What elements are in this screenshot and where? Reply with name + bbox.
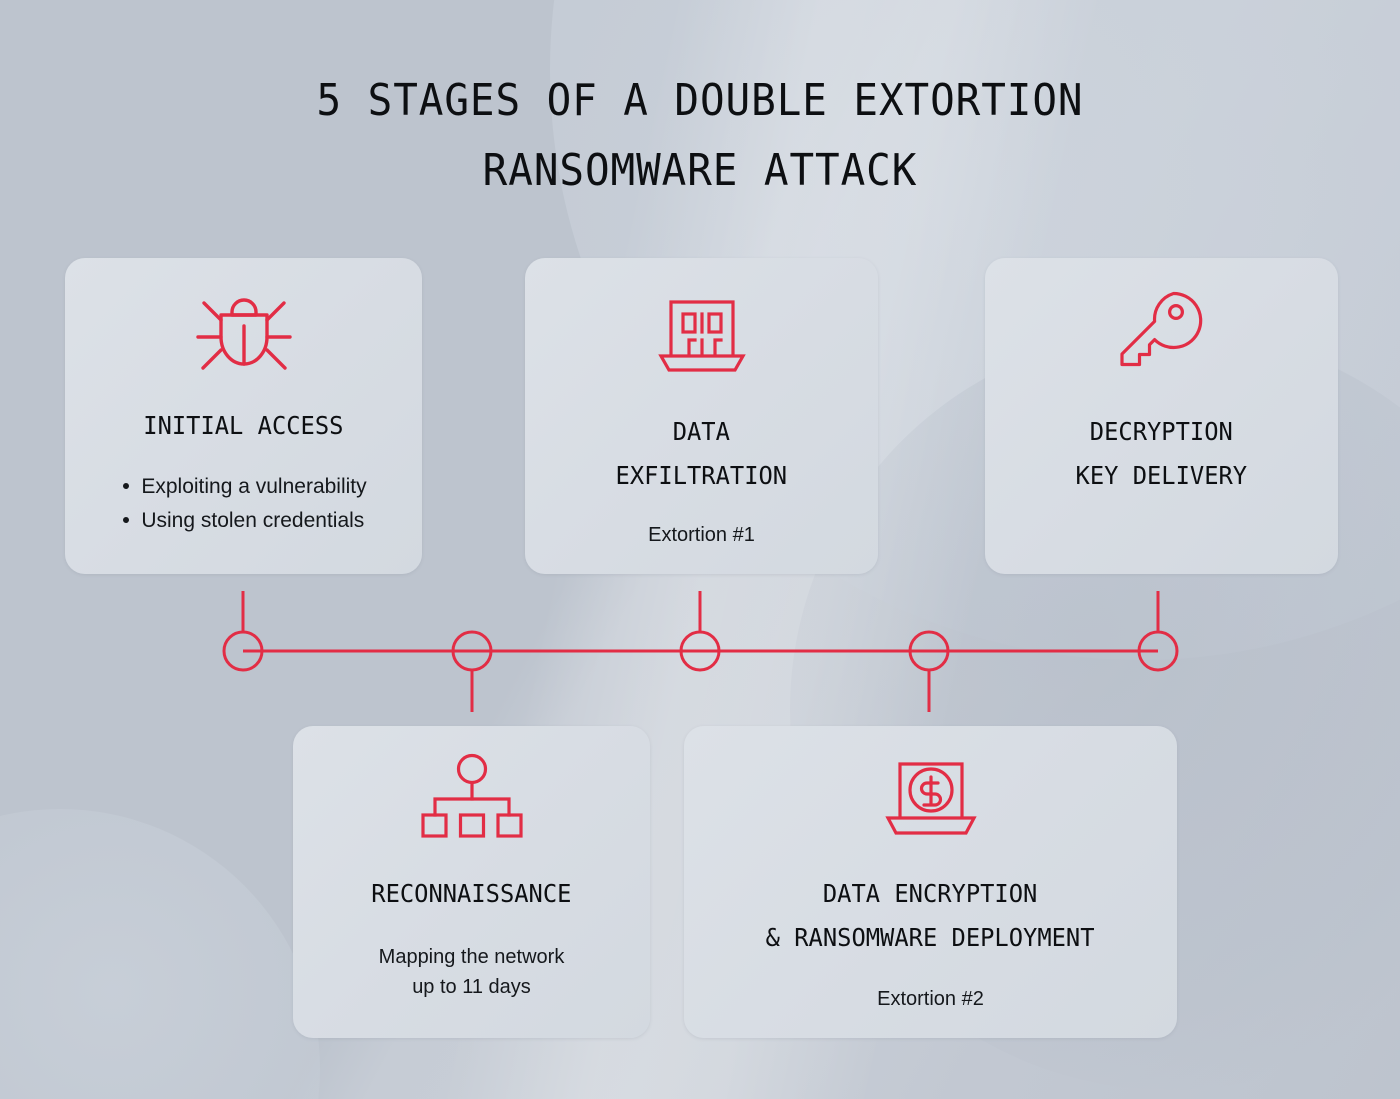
list-item: Exploiting a vulnerability [120,470,367,504]
stage-title: DECRYPTION KEY DELIVERY [1075,417,1248,490]
timeline-node-4 [908,630,950,672]
laptop-dollar-icon [876,754,986,842]
stage-bullet-list: Exploiting a vulnerability Using stolen … [120,470,367,538]
list-item: Using stolen credentials [120,504,366,538]
stage-card-data-exfiltration: DATA EXFILTRATION Extortion #1 [525,258,878,574]
stage-title: DATA EXFILTRATION [615,417,788,490]
bug-icon [188,282,300,382]
stage-subtitle: Extortion #1 [648,523,755,546]
stage-card-initial-access: INITIAL ACCESS Exploiting a vulnerabilit… [65,258,422,574]
stage-card-decryption-key-delivery: DECRYPTION KEY DELIVERY [985,258,1338,574]
stage-subtitle: Extortion #2 [877,987,984,1010]
timeline-connector [222,591,1179,712]
stage-subtitle: Mapping the network up to 11 days [378,945,565,998]
page-title: 5 STAGES OF A DOUBLE EXTORTION RANSOMWAR… [316,75,1084,196]
stage-card-data-encryption: DATA ENCRYPTION & RANSOMWARE DEPLOYMENT … [684,726,1177,1038]
timeline-node-5 [1137,630,1179,672]
stage-title: INITIAL ACCESS [143,411,344,440]
laptop-binary-icon [649,292,755,380]
key-icon [1112,284,1212,378]
stage-title: RECONNAISSANCE [371,879,572,908]
timeline-node-2 [451,630,493,672]
background-blob-bottom-left [0,809,320,1099]
timeline-node-1 [222,630,264,672]
stage-title: DATA ENCRYPTION & RANSOMWARE DEPLOYMENT [766,879,1095,952]
network-hierarchy-icon [417,752,527,842]
stage-card-reconnaissance: RECONNAISSANCE Mapping the network up to… [293,726,650,1038]
timeline-node-3 [679,630,721,672]
